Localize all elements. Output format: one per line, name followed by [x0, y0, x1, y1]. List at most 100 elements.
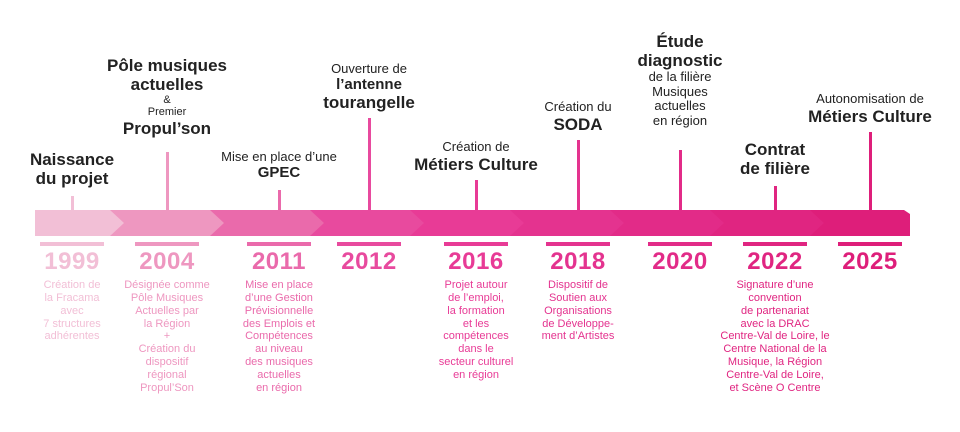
- milestone-description-line: +: [163, 330, 171, 343]
- milestone-description-line: dispositif: [145, 356, 189, 369]
- milestone-description-line: Création de: [43, 279, 101, 291]
- milestone-description-line: régional: [147, 369, 187, 382]
- milestone-description-line: et les: [462, 317, 490, 330]
- milestone-description-line: Projet autour: [444, 279, 508, 291]
- milestone-description-line: compétences: [443, 330, 509, 343]
- milestone-description-line: Organisations: [544, 304, 612, 317]
- year-underline: [444, 242, 508, 246]
- timeline-stem: [278, 190, 281, 212]
- year-underline: [743, 242, 807, 246]
- year-underline: [648, 242, 712, 246]
- timeline-stem: [679, 150, 682, 212]
- milestone-year: 2012: [341, 248, 397, 275]
- milestone-description-line: de Développe-: [542, 317, 614, 330]
- milestone-description-line: Désignée comme: [124, 279, 210, 291]
- milestone-description-line: de l’emploi,: [448, 291, 504, 304]
- milestone-title-line: GPEC: [257, 163, 301, 181]
- milestone-year: 2004: [139, 248, 195, 275]
- milestone-description-line: Mise en place: [245, 279, 313, 291]
- timeline-stem: [71, 196, 74, 212]
- year-underline: [135, 242, 199, 246]
- milestone-description-line: Centre-Val de Loire,: [726, 369, 824, 382]
- milestone-title-line: Mise en place d’une: [221, 149, 337, 164]
- milestone-title-line: Propul’son: [122, 118, 212, 138]
- milestone-title-line: en région: [652, 112, 708, 128]
- milestone-description-line: Compétences: [245, 330, 313, 343]
- milestone-title-line: Étude: [656, 32, 704, 51]
- milestone-description-line: actuelles: [257, 369, 301, 382]
- timeline-stem: [166, 152, 169, 212]
- milestone-description-line: en région: [453, 369, 499, 382]
- milestone-title-line: du projet: [35, 169, 109, 189]
- milestone-description-line: Propul’Son: [140, 381, 194, 394]
- milestone-year: 2020: [652, 248, 708, 275]
- milestone-description-line: Prévisionnelle: [244, 304, 314, 317]
- milestone-description-line: la formation: [447, 304, 505, 317]
- timeline-stem: [475, 180, 478, 212]
- milestone-description-line: avec la DRAC: [740, 317, 810, 330]
- milestone-title-line: Musiques: [652, 83, 708, 99]
- milestone-title-line: Création de: [442, 139, 510, 154]
- milestone-description-line: Pôle Musiques: [130, 291, 204, 304]
- milestone-description-line: la Fracama: [44, 291, 100, 304]
- milestone-description-line: Centre National de la: [723, 343, 827, 356]
- milestone-description-line: des musiques: [245, 356, 313, 369]
- milestone-description-line: des Emplois et: [242, 317, 316, 330]
- milestone-description-line: convention: [748, 291, 802, 304]
- milestone-description-line: en région: [256, 381, 302, 394]
- milestone-description-line: et Scène O Centre: [729, 381, 821, 394]
- year-underline: [838, 242, 902, 246]
- milestone-description-line: dans le: [458, 343, 494, 356]
- milestone-description-line: de partenariat: [741, 304, 809, 317]
- milestone-year: 2025: [842, 248, 898, 275]
- milestone-description-line: Soutien aux: [548, 291, 608, 304]
- milestone-description-line: la Région: [143, 317, 191, 330]
- milestone-title-line: diagnostic: [637, 51, 723, 71]
- milestone-title-line: actuelles: [654, 98, 706, 114]
- milestone-description-line: d’une Gestion: [245, 291, 313, 304]
- milestone-year: 2018: [550, 248, 606, 275]
- year-underline: [546, 242, 610, 246]
- milestone-description-line: ment d’Artistes: [541, 330, 615, 343]
- year-underline: [247, 242, 311, 246]
- milestone-title-line: Naissance: [29, 150, 115, 169]
- milestone-title-line: Contrat: [744, 140, 806, 159]
- milestone-title-line: actuelles: [130, 75, 204, 95]
- milestone-title-line: Métiers Culture: [414, 154, 538, 174]
- milestone-description-line: Création du: [138, 343, 196, 356]
- year-underline: [337, 242, 401, 246]
- timeline-stem: [577, 140, 580, 212]
- milestone-year: 1999: [44, 248, 100, 275]
- milestone-title-line: Premier: [147, 106, 187, 119]
- milestone-title-line: Pôle musiques: [107, 56, 227, 75]
- milestone-title-line: Ouverture de: [331, 61, 407, 76]
- milestone-title-line: Autonomisation de: [816, 91, 924, 106]
- milestone-title-line: l’antenne: [336, 75, 402, 93]
- milestone-title-line: SODA: [553, 114, 603, 134]
- milestone-description-line: avec: [60, 304, 84, 317]
- milestone-title-line: Création du: [544, 99, 612, 114]
- milestone-year: 2022: [747, 248, 803, 275]
- milestone-title-line: tourangelle: [323, 93, 415, 113]
- timeline-segment: [810, 210, 910, 236]
- milestone-description-line: Actuelles par: [135, 304, 199, 317]
- timeline-stem: [869, 132, 872, 212]
- milestone-description-line: 7 structures: [43, 317, 101, 330]
- year-underline: [40, 242, 104, 246]
- milestone-title-line: Métiers Culture: [808, 106, 932, 126]
- milestone-description-line: Musique, la Région: [727, 356, 823, 369]
- milestone-description-line: secteur culturel: [438, 356, 514, 369]
